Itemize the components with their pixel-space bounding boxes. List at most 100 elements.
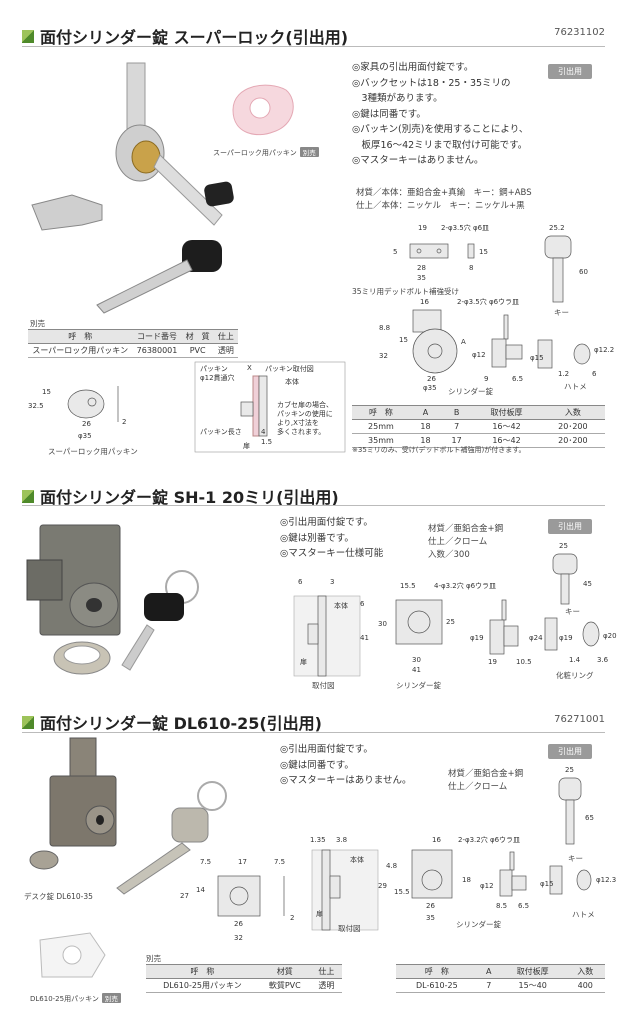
svg-text:A: A (461, 338, 466, 346)
svg-text:多くされます。: 多くされます。 (277, 427, 325, 436)
svg-text:6: 6 (592, 370, 597, 378)
svg-text:φ12.2: φ12.2 (594, 346, 614, 354)
svg-text:カブセ扉の場合、: カブセ扉の場合、 (277, 400, 333, 409)
svg-text:26: 26 (234, 920, 243, 928)
ring-drawing: φ24 φ19 φ20 1.4 3.6 (529, 617, 617, 664)
svg-text:16: 16 (432, 836, 441, 844)
svg-text:本体: 本体 (350, 855, 364, 864)
svg-text:2: 2 (122, 418, 126, 426)
svg-text:4-φ3.2穴 φ6ウラ皿: 4-φ3.2穴 φ6ウラ皿 (434, 581, 496, 590)
section2-badge: 引出用 (548, 519, 592, 534)
cylinder-drawing-1: 16 2-φ3.5穴 φ6ウラ皿 8.8 32 15 A 26 φ35 (379, 297, 519, 392)
section3-title: 面付シリンダー錠 DL610-25(引出用) (22, 710, 322, 734)
svg-text:15.5: 15.5 (394, 888, 410, 896)
svg-text:パッキン: パッキン (200, 365, 228, 373)
cylinder-drawing-3: 16 2-φ3.2穴 φ6ウラ皿 4.8 29 15.5 18 26 35 (378, 835, 520, 922)
svg-text:φ24: φ24 (529, 634, 543, 642)
svg-text:本体: 本体 (285, 377, 299, 386)
hatome-drawing-1: φ15 φ12.2 1.2 6 (530, 339, 614, 378)
svg-text:45: 45 (583, 580, 592, 588)
svg-text:φ15: φ15 (530, 354, 544, 362)
svg-text:2-φ3.5穴 φ6皿: 2-φ3.5穴 φ6皿 (441, 223, 489, 232)
section1-spec: 材質／本体：亜鉛合金+真鍮 キー：鋼+ABS 仕上／本体：ニッケル キー：ニッケ… (356, 188, 532, 211)
section2-title: 面付シリンダー錠 SH-1 20ミリ(引出用) (22, 484, 339, 508)
key-drawing-1: 25.2 60 (544, 224, 588, 303)
reinforce-drawing: 19 2-φ3.5穴 φ6皿 5 28 35 15 8 (393, 223, 489, 282)
svg-text:15.5: 15.5 (400, 582, 416, 590)
svg-text:扉: 扉 (316, 909, 323, 918)
svg-text:φ12貫通穴: φ12貫通穴 (200, 373, 235, 382)
packing-label: スーパーロック用パッキン別売 (213, 147, 319, 158)
svg-text:5: 5 (393, 248, 397, 256)
mount-drawing-2: 6 3 本体 扉 (293, 578, 361, 677)
cylinder-caption-1: シリンダー錠 (448, 387, 493, 396)
svg-text:1.5: 1.5 (261, 438, 272, 446)
cylinder-caption-3: シリンダー錠 (456, 920, 501, 929)
betsu-label-3: 別売 (146, 954, 161, 963)
betsu-label-1: 別売 (30, 319, 45, 328)
svg-text:7.5: 7.5 (274, 858, 285, 866)
svg-text:φ12.3: φ12.3 (596, 876, 616, 884)
svg-text:25.2: 25.2 (549, 224, 565, 232)
svg-text:35: 35 (417, 274, 426, 282)
cylinder-caption-2: シリンダー錠 (396, 681, 441, 690)
hatome-caption-3: ハトメ (572, 910, 595, 919)
side-drawing-2: φ19 19 10.5 (470, 599, 532, 666)
reinforce-caption: 35ミリ用デッドボルト補強受け (352, 287, 460, 296)
svg-text:φ19: φ19 (470, 634, 484, 642)
section1-title: 面付シリンダー錠 スーパーロック(引出用) (22, 24, 348, 48)
sh1-product-image (26, 524, 199, 675)
svg-text:φ35: φ35 (423, 384, 437, 392)
section2-spec: 材質／亜鉛合金+鋼 仕上／クローム 入数／300 (428, 524, 504, 560)
svg-text:10.5: 10.5 (516, 658, 532, 666)
dl610-packing-label: DL610-25用パッキン別売 (30, 993, 121, 1004)
svg-text:15: 15 (479, 248, 488, 256)
hatome-drawing-3: φ15 φ12.3 (540, 865, 616, 895)
svg-text:9: 9 (484, 375, 488, 383)
svg-text:25: 25 (559, 542, 568, 550)
svg-text:4: 4 (261, 428, 266, 436)
hatome-caption-1: ハトメ (564, 382, 587, 391)
key-drawing-2: 25 45 (552, 542, 592, 605)
svg-text:8.5: 8.5 (496, 902, 507, 910)
section2-rule (22, 505, 605, 506)
svg-text:32.5: 32.5 (28, 402, 44, 410)
svg-text:φ15: φ15 (540, 880, 554, 888)
svg-text:より,X寸法を: より,X寸法を (277, 418, 319, 427)
title-mark-icon (22, 715, 34, 729)
svg-text:17: 17 (238, 858, 247, 866)
svg-text:26: 26 (427, 375, 436, 383)
svg-text:φ12: φ12 (480, 882, 494, 890)
svg-text:本体: 本体 (334, 601, 348, 610)
install-diagram-1: パッキン φ12貫通穴 パッキン取付図 本体 X カブセ扉の場合、 パッキンの使… (194, 361, 346, 453)
svg-text:41: 41 (360, 634, 369, 642)
key-caption-1: キー (554, 308, 569, 317)
svg-text:2: 2 (290, 914, 294, 922)
section3-spec: 材質／亜鉛合金+鋼 仕上／クローム (448, 769, 524, 792)
mount-drawing-3: 1.35 3.8 本体 扉 (310, 836, 379, 931)
svg-text:1.35: 1.35 (310, 836, 326, 844)
section3-code: 76271001 (554, 714, 605, 725)
svg-text:扉: 扉 (243, 441, 250, 450)
title-mark-icon (22, 29, 34, 43)
title-mark-icon (22, 489, 34, 503)
svg-text:60: 60 (579, 268, 588, 276)
section3-badge: 引出用 (548, 744, 592, 759)
svg-text:φ35: φ35 (78, 432, 92, 440)
svg-text:26: 26 (426, 902, 435, 910)
superlock-product-image (31, 62, 234, 314)
packing-image (232, 84, 294, 136)
svg-text:35: 35 (426, 914, 435, 922)
svg-text:3: 3 (330, 578, 334, 586)
svg-text:25: 25 (565, 766, 574, 774)
svg-text:2-φ3.2穴 φ6ウラ皿: 2-φ3.2穴 φ6ウラ皿 (458, 835, 520, 844)
svg-text:パッキンの使用に: パッキンの使用に (277, 409, 333, 418)
svg-text:18: 18 (462, 876, 471, 884)
section1-footnote: ※35ミリのみ、受け(デッドボルト補強用)が付きます。 (352, 446, 526, 454)
svg-text:φ20: φ20 (603, 632, 617, 640)
svg-text:φ12: φ12 (472, 351, 486, 359)
packing-drawing: 32.5 15 2 26 φ35 (28, 386, 126, 440)
cylinder-drawing-2: 15.5 4-φ3.2穴 φ6ウラ皿 6 30 41 25 30 41 (360, 581, 496, 674)
